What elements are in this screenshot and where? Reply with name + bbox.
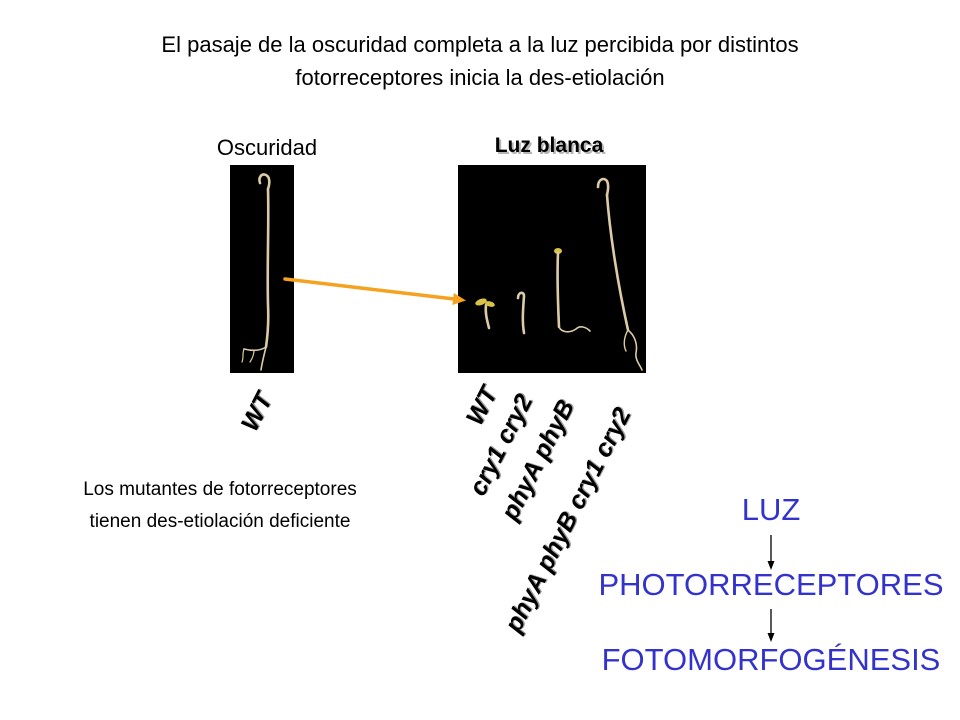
seedling-phya-phyb-cry1-cry2 — [596, 177, 643, 371]
light-condition-label: Luz blanca — [494, 134, 604, 157]
slide-title-line-1: El pasaje de la oscuridad completa a la … — [161, 32, 799, 57]
seedling-wt-dark — [241, 173, 271, 371]
dark-condition-label: Oscuridad — [216, 135, 318, 160]
flow-arrow-down-icon — [767, 609, 775, 642]
seedling-phya-phyb — [554, 248, 591, 333]
genotype-label-wt-dark: WT — [235, 388, 279, 436]
mutant-note: Los mutantes de fotorreceptores tienen d… — [40, 474, 400, 538]
flow-step-light: LUZ — [741, 492, 801, 527]
slide-title-line-2: fotorreceptores inicia la des-etiolación — [295, 65, 665, 90]
mutant-note-line-2: tienen des-etiolación deficiente — [89, 511, 351, 532]
slide-title: El pasaje de la oscuridad completa a la … — [60, 28, 900, 94]
flow-step-photoreceptors: PHOTORRECEPTORES — [598, 567, 944, 602]
seedling-cry1-cry2 — [516, 291, 526, 335]
dark-seedling-photo — [230, 165, 294, 373]
seedling-wt-light — [475, 298, 495, 330]
flow-arrow-down-icon — [767, 535, 775, 570]
mutant-note-line-1: Los mutantes de fotorreceptores — [83, 479, 357, 500]
light-seedlings-photo — [458, 165, 646, 373]
flow-step-photomorphogenesis: FOTOMORFOGÉNESIS — [601, 642, 941, 677]
